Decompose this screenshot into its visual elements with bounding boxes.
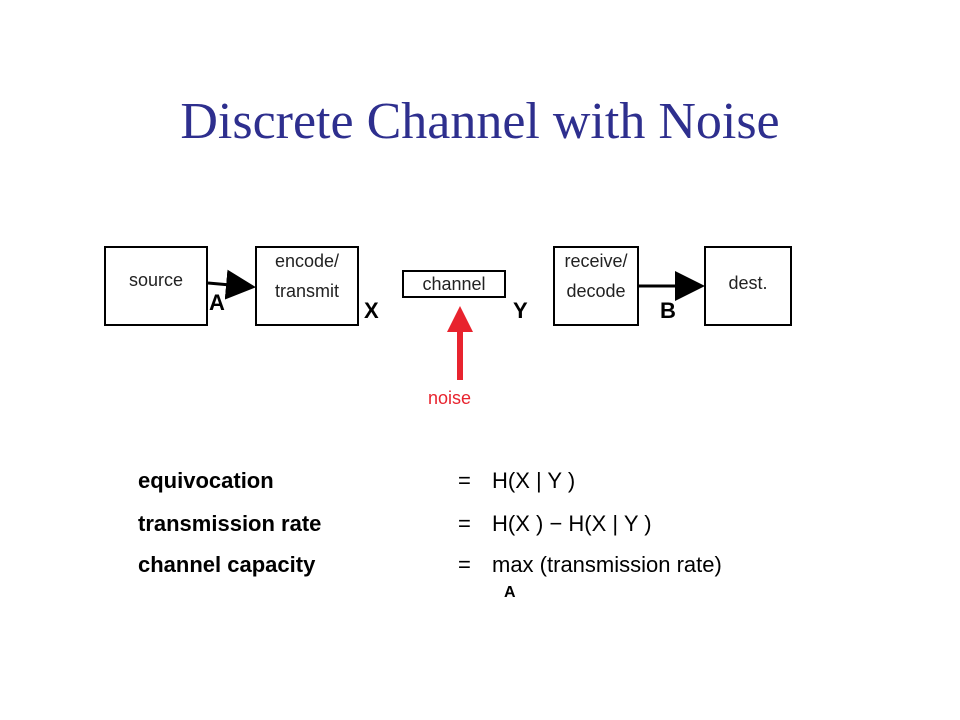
definition-equals: =	[458, 468, 471, 493]
destination-box	[704, 246, 792, 326]
definition-expression: max (transmission rate)	[492, 552, 722, 577]
definition-expression: H(X | Y )	[492, 468, 576, 493]
encode-transmit-box	[255, 246, 359, 326]
source-to-encode-arrow	[207, 269, 256, 300]
encode-label-line1: encode/	[274, 251, 340, 271]
noise-arrow-head	[447, 306, 473, 332]
symbol-x: X	[364, 298, 379, 323]
receive-decode-box	[553, 246, 639, 326]
receive-label-line1: receive/	[564, 251, 628, 271]
definition-term: equivocation	[138, 468, 274, 493]
symbol-a: A	[209, 290, 225, 315]
symbol-y: Y	[513, 298, 528, 323]
channel-label: channel	[422, 274, 486, 294]
encode-label-line2: transmit	[274, 281, 339, 301]
channel-box	[402, 270, 506, 298]
definition-equals: =	[458, 511, 471, 536]
capacity-subscript: A	[504, 584, 516, 601]
source-label: source	[128, 270, 184, 290]
source-box	[104, 246, 208, 326]
definition-term: transmission rate	[138, 511, 322, 536]
slide-title: Discrete Channel with Noise	[180, 93, 780, 150]
definition-equals: =	[458, 552, 471, 577]
symbol-b: B	[660, 298, 676, 323]
definition-expression: H(X ) − H(X | Y )	[492, 511, 652, 536]
destination-label: dest.	[728, 273, 768, 293]
noise-label: noise	[428, 388, 472, 408]
definition-term: channel capacity	[138, 552, 316, 577]
receive-label-line2: decode	[566, 281, 626, 301]
